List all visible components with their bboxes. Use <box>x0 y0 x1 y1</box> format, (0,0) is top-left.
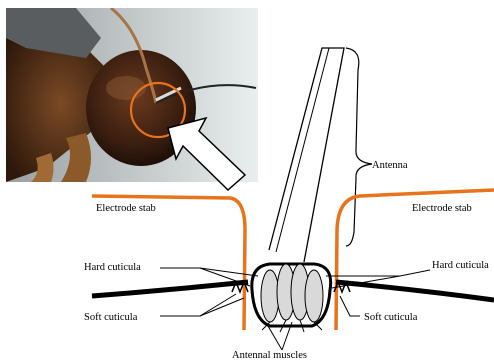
label-soft-cuticula-right: Soft cuticula <box>364 312 418 323</box>
antenna-shaft <box>269 48 344 262</box>
label-electrode-left: Electrode stab <box>96 203 156 214</box>
label-hard-cuticula-left: Hard cuticula <box>84 262 141 273</box>
hard-cuticula-left <box>92 282 248 296</box>
label-electrode-right: Electrode stab <box>412 203 472 214</box>
muscle-1 <box>261 270 279 322</box>
pointer-arrow <box>168 118 245 190</box>
antenna-bracket <box>346 48 372 246</box>
label-antennal-muscles: Antennal muscles <box>232 350 307 361</box>
label-antenna: Antenna <box>372 160 408 171</box>
label-hard-cuticula-right: Hard cuticula <box>432 260 489 271</box>
label-soft-cuticula-left: Soft cuticula <box>84 312 138 323</box>
hard-cuticula-right <box>336 282 494 300</box>
muscle-4 <box>305 270 323 322</box>
